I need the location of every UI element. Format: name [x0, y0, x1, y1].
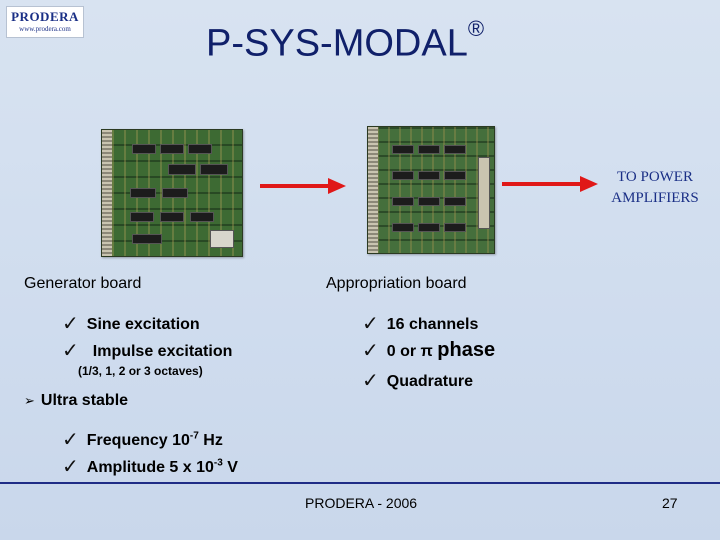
- edge-connector: [368, 127, 378, 253]
- channels-item: ✓ 16 channels: [362, 310, 479, 335]
- chip: [444, 197, 466, 206]
- chip: [130, 188, 156, 198]
- chip: [418, 223, 440, 232]
- check-icon: ✓: [362, 368, 379, 392]
- frequency-unit: Hz: [198, 432, 223, 449]
- phase-word: phase: [437, 339, 496, 361]
- registered-mark: ®: [467, 16, 485, 41]
- power-note-line1: TO POWER: [617, 169, 693, 185]
- check-icon: ✓: [62, 427, 79, 451]
- generator-board-label: Generator board: [24, 275, 142, 292]
- chip: [444, 171, 466, 180]
- amplitude-item: ✓ Amplitude 5 x 10-3 V: [62, 453, 238, 478]
- phase-prefix: 0 or π: [386, 343, 433, 360]
- edge-connector: [102, 130, 112, 256]
- chip: [130, 212, 154, 222]
- channels-text: 16 channels: [386, 316, 479, 333]
- logo-url: www.prodera.com: [19, 25, 71, 33]
- sine-excitation-text: Sine excitation: [86, 316, 200, 333]
- chip: [188, 144, 212, 154]
- page-number: 27: [662, 495, 678, 511]
- title-text: P-SYS-MODAL: [206, 22, 468, 65]
- footer-rule: [0, 482, 720, 484]
- chip: [168, 164, 196, 175]
- amplitude-exponent: -3: [213, 457, 223, 469]
- chip: [162, 188, 188, 198]
- chip: [418, 145, 440, 154]
- chip: [132, 144, 156, 154]
- component: [210, 230, 234, 248]
- amplitude-text: Amplitude 5 x 10: [86, 459, 214, 476]
- chip: [160, 212, 184, 222]
- arrow-right-icon: [260, 178, 346, 194]
- appropriation-board-photo: [367, 126, 495, 254]
- check-icon: ✓: [362, 338, 379, 362]
- amplitude-unit: V: [222, 459, 238, 476]
- quadrature-text: Quadrature: [386, 373, 474, 390]
- octaves-note: (1/3, 1, 2 or 3 octaves): [78, 364, 203, 378]
- chip: [200, 164, 228, 175]
- chip: [190, 212, 214, 222]
- power-note-line2: AMPLIFIERS: [611, 190, 699, 206]
- chip: [444, 223, 466, 232]
- power-amplifiers-note: TO POWER AMPLIFIERS: [593, 167, 717, 209]
- frequency-exponent: -7: [189, 430, 199, 442]
- slide-title: P-SYS-MODAL®: [206, 16, 484, 66]
- phase-item: ✓ 0 or π phase: [362, 337, 495, 362]
- logo-name: PRODERA: [11, 9, 79, 24]
- ultra-stable-item: ➢ Ultra stable: [24, 392, 128, 410]
- appropriation-board-label: Appropriation board: [326, 275, 467, 292]
- chip: [160, 144, 184, 154]
- chip: [444, 145, 466, 154]
- sine-excitation-item: ✓ Sine excitation: [62, 310, 200, 335]
- check-icon: ✓: [362, 311, 379, 335]
- quadrature-item: ✓ Quadrature: [362, 367, 474, 392]
- component: [478, 157, 490, 229]
- chip: [418, 171, 440, 180]
- prodera-logo: PRODERA www.prodera.com: [6, 6, 84, 38]
- impulse-excitation-text: Impulse excitation: [92, 343, 233, 360]
- check-icon: ✓: [62, 338, 79, 362]
- chip: [132, 234, 162, 244]
- arrow-bullet-icon: ➢: [24, 394, 35, 409]
- frequency-text: Frequency 10: [86, 432, 190, 449]
- check-icon: ✓: [62, 311, 79, 335]
- ultra-stable-text: Ultra stable: [40, 392, 129, 409]
- arrow-right-icon: [502, 176, 598, 192]
- frequency-item: ✓ Frequency 10-7 Hz: [62, 426, 223, 451]
- footer-text: PRODERA - 2006: [305, 495, 418, 511]
- generator-board-photo: [101, 129, 243, 257]
- chip: [418, 197, 440, 206]
- chip: [392, 145, 414, 154]
- chip: [392, 223, 414, 232]
- chip: [392, 171, 414, 180]
- check-icon: ✓: [62, 454, 79, 478]
- chip: [392, 197, 414, 206]
- impulse-excitation-item: ✓ Impulse excitation: [62, 337, 233, 362]
